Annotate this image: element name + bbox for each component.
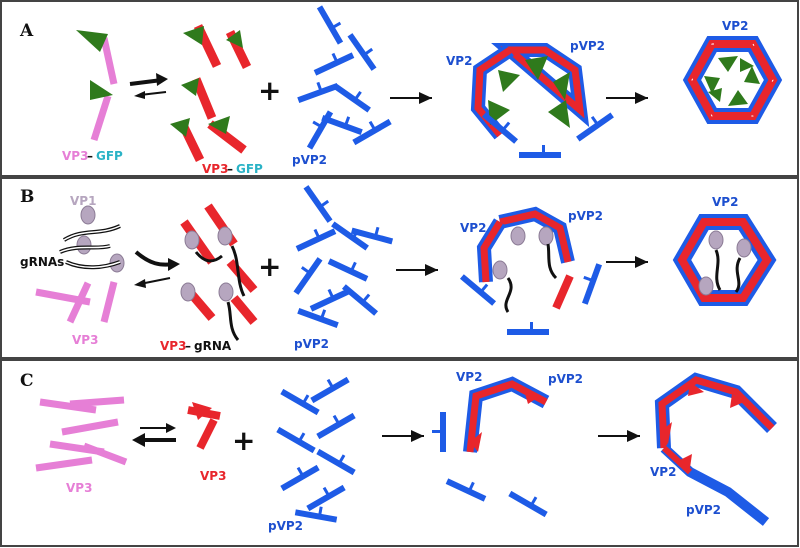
panel-a-vp3-gfp-monomers — [76, 30, 118, 142]
panel-b-arrow-1 — [395, 263, 439, 277]
panel-a-partial-capsid — [470, 43, 614, 158]
panel-a-complex-gfp-label: GFP — [236, 162, 263, 176]
panel-b-partial-capsid — [459, 206, 603, 335]
panel-b-vp3-grna-complexes — [180, 203, 258, 341]
panel-c-open-shell — [654, 372, 777, 526]
panel-a-arrow-1 — [389, 91, 433, 105]
panel-a-vp3-gfp-complexes — [170, 24, 252, 162]
panel-b-pvp2-monomers — [287, 181, 395, 329]
panel-c-pvp2-label: pVP2 — [268, 519, 303, 533]
panel-b-complete-capsid — [672, 214, 777, 306]
panel-a-arrow-2 — [605, 91, 649, 105]
panel-c-pvp2-monomers — [276, 370, 360, 523]
panel-c-equilibrium-arrows — [132, 423, 176, 447]
panel-b-arrow-2 — [605, 255, 649, 269]
panel-a-label: A — [19, 21, 34, 41]
panel-b-vp2-final-label: VP2 — [712, 195, 738, 209]
panel-b-complex-vp3-label: VP3 — [160, 339, 186, 353]
panel-c-label: C — [20, 371, 34, 391]
panel-c-vp3-red-label: VP3 — [200, 469, 226, 483]
panel-a-pvp2-monomers — [294, 1, 392, 150]
panel-c-pvp2-final-label: pVP2 — [686, 503, 721, 517]
panel-a-complex-dash: – — [227, 162, 233, 176]
panel-a-dash: – — [87, 149, 93, 163]
panel-c-frame — [0, 359, 799, 547]
panel-a-gfp-label: GFP — [96, 149, 123, 163]
panel-c-partial-assembly — [432, 376, 552, 518]
panel-b-vp2-label: VP2 — [460, 221, 486, 235]
panel-a-pvp2-right-label: pVP2 — [570, 39, 605, 53]
panel-a-vp2-final-label: VP2 — [722, 19, 748, 33]
panel-a-pvp2-label: pVP2 — [292, 153, 327, 167]
panel-c-vp3-label: VP3 — [66, 481, 92, 495]
panel-a-plus: + — [258, 74, 281, 107]
panel-b-vp1-1 — [80, 205, 96, 225]
panel-c-plus: + — [232, 424, 255, 457]
panel-a-equilibrium-arrows — [129, 73, 168, 99]
panel-c-vp2-final-label: VP2 — [650, 465, 676, 479]
panel-a-complex-vp3-label: VP3 — [202, 162, 228, 176]
panel-c-vp2-label: VP2 — [456, 370, 482, 384]
panel-c-arrow-2 — [597, 429, 641, 443]
panel-b-pvp2-label: pVP2 — [294, 337, 329, 351]
panel-b-vp1-label: VP1 — [70, 194, 96, 208]
panel-a-complete-capsid — [682, 36, 783, 124]
panel-b-grnas-label: gRNAs — [20, 255, 64, 269]
panel-b-plus: + — [258, 250, 281, 283]
panel-b-complex-dash: – — [185, 339, 191, 353]
panel-c-arrow-1 — [381, 429, 425, 443]
panel-b-frame — [0, 177, 799, 359]
panel-c-vp3-monomers — [35, 396, 128, 472]
panel-c-pvp2-mid-label: pVP2 — [548, 372, 583, 386]
panel-c-vp3-oligomer — [187, 402, 221, 450]
panel-b-vp3-monomers — [35, 281, 118, 324]
panel-b-vp3-label: VP3 — [72, 333, 98, 347]
panel-a-vp2-label: VP2 — [446, 54, 472, 68]
panel-b-equilibrium-arrows — [134, 250, 180, 288]
panel-a-vp3-label: VP3 — [62, 149, 88, 163]
panel-b-vp1-2 — [76, 235, 92, 255]
panel-a-frame — [0, 0, 799, 177]
panel-b-complex-grna-label: gRNA — [194, 339, 232, 353]
panel-b-label: B — [20, 187, 34, 207]
panel-b-pvp2-right-label: pVP2 — [568, 209, 603, 223]
